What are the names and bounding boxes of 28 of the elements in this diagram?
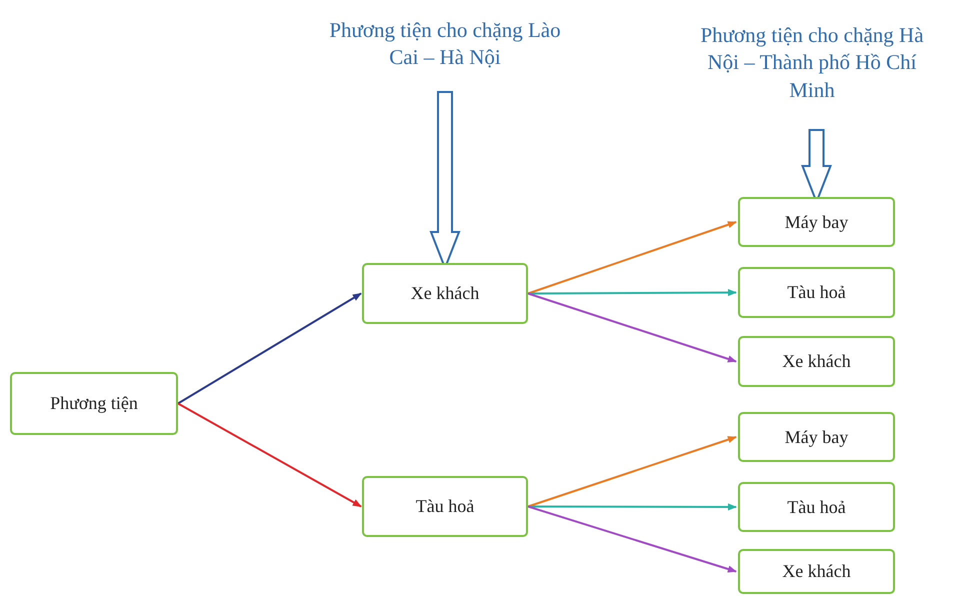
- process-box: [738, 267, 895, 318]
- process-box: [362, 263, 528, 324]
- arrow: [528, 436, 737, 508]
- process-box: [738, 549, 895, 594]
- node-label: Xe khách: [782, 561, 851, 582]
- process-box: [738, 412, 895, 462]
- process-box: [738, 336, 895, 387]
- node-label: Máy bay: [784, 426, 848, 448]
- node-label: Xe khách: [782, 351, 851, 372]
- arrow: [528, 221, 737, 294]
- node-label: Xe khách: [410, 283, 480, 304]
- arrow: [178, 402, 362, 508]
- arrow: [528, 292, 737, 362]
- heading-text: Phương tiện cho chặng Hà Nội – Thành phố Hồ Chí Minh: [695, 8, 929, 118]
- arrow: [528, 503, 737, 511]
- node-label: Tàu hoả: [416, 496, 474, 517]
- node-label: Máy bay: [784, 212, 848, 232]
- process-box: [10, 372, 178, 435]
- process-box: [362, 476, 528, 537]
- node-label: Phương tiện: [50, 393, 138, 414]
- process-box: [738, 482, 895, 532]
- arrow: [528, 288, 737, 296]
- process-box: [738, 197, 895, 247]
- arrow: [528, 506, 737, 573]
- node-label: Tàu hoả: [787, 282, 846, 303]
- heading-text: Phương tiện cho chặng Lào Cai – Hà Nội: [328, 8, 562, 80]
- arrow: [177, 292, 362, 404]
- node-label: Tàu hoả: [787, 496, 846, 518]
